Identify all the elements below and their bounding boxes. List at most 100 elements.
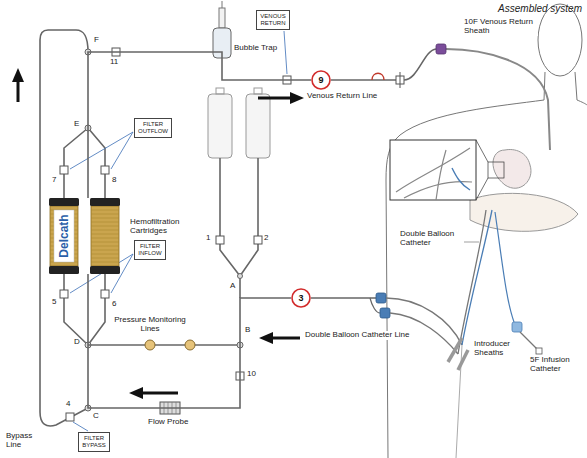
clamp — [216, 236, 224, 244]
clamp — [60, 290, 68, 298]
part-label: Bubble Trap — [234, 44, 277, 53]
tubing-connector — [88, 52, 311, 198]
flow-arrow — [258, 97, 292, 100]
part-label: 5F Infusion Catheter — [530, 356, 580, 374]
flow-arrowhead — [129, 387, 143, 399]
boxed-label: FILTER OUTFLOW — [134, 118, 172, 138]
figure-title: Assembled system — [498, 3, 582, 14]
body-outline — [575, 72, 587, 105]
leader-line — [284, 31, 287, 74]
bag-hanger — [216, 88, 224, 94]
callout-number: 11 — [110, 58, 118, 67]
cartridge-body — [91, 206, 119, 266]
junction-letter: E — [74, 120, 79, 129]
cartridge-cylinder — [49, 198, 79, 274]
venous-tube — [404, 49, 436, 80]
callout-circle-outline — [312, 71, 330, 89]
cartridge-rib — [91, 210, 119, 211]
prime-tube — [220, 158, 258, 298]
callout-number: 10 — [247, 370, 256, 379]
body-outline — [386, 72, 545, 458]
cartridge-rib — [91, 238, 119, 239]
callout-number: 4 — [66, 400, 70, 409]
junction-letter: B — [245, 326, 250, 335]
flow-arrowhead — [12, 68, 24, 82]
part-label: 10F Venous Return Sheath — [464, 18, 538, 36]
part-label: Pressure Monitoring Lines — [110, 316, 190, 334]
boxed-label: FILTER BYPASS — [78, 432, 110, 452]
boxed-label: FILTER INFLOW — [134, 240, 166, 260]
zoom-frame — [488, 162, 504, 178]
clamp — [101, 290, 109, 298]
junction-letter: D — [74, 338, 80, 347]
cartridge-cap — [49, 198, 79, 206]
clamp — [60, 166, 68, 174]
balloon-catheter — [458, 210, 486, 354]
catheter-tube — [311, 297, 376, 299]
flow-arrow — [142, 392, 178, 395]
syringe — [222, 1, 223, 8]
cartridge-cylinder — [90, 198, 120, 274]
infusion-cap — [536, 348, 542, 354]
flow-arrow — [272, 337, 300, 340]
boxed-label: VENOUS RETURN — [256, 10, 290, 30]
inset-catheter — [452, 168, 470, 190]
syringe — [219, 8, 225, 28]
bypass-tube — [40, 30, 88, 426]
outflow-tube — [64, 128, 105, 198]
callout-number: 2 — [264, 234, 268, 243]
introducer-sheath — [458, 350, 468, 370]
leader-line — [70, 132, 133, 169]
cartridge-cap — [90, 198, 120, 206]
pressure-gauge — [145, 340, 155, 350]
zoom-line — [476, 140, 488, 200]
pressure-gauge — [185, 340, 195, 350]
infusion-line — [520, 332, 538, 350]
bag-hanger — [254, 88, 262, 94]
callout-number: 8 — [112, 176, 116, 185]
cartridge-rib — [91, 254, 119, 255]
box-label: FILTER INFLOW — [138, 243, 161, 257]
part-label: Introducer Sheaths — [474, 340, 510, 358]
brand-name: Delcath — [57, 214, 71, 257]
iv-bag — [208, 94, 232, 158]
head-outline — [538, 4, 582, 76]
callout-number: 9 — [318, 75, 323, 85]
junction-letter: A — [230, 282, 235, 291]
hemofiltration-cartridge: Delcath — [46, 198, 124, 274]
cartridge-rib — [91, 246, 119, 247]
cartridge-rib — [91, 218, 119, 219]
venous-sheath — [446, 49, 550, 150]
infusion-catheter — [495, 212, 514, 322]
cartridge-rib — [91, 258, 119, 259]
box-label: FILTER BYPASS — [82, 435, 106, 449]
balloon-catheter — [462, 210, 492, 345]
flow-arrowhead — [290, 92, 304, 104]
callout-number: 1 — [206, 234, 210, 243]
part-label: Hemofiltration Cartridges — [130, 218, 179, 236]
cartridge-label-band — [54, 210, 74, 262]
cartridge-body — [50, 206, 78, 266]
inset-vessel — [436, 150, 446, 200]
clamp — [101, 166, 109, 174]
callout-circle-outline — [292, 289, 310, 307]
cartridge-cap — [90, 266, 120, 274]
part-label: Flow Probe — [148, 418, 188, 427]
callout-number: 3 — [298, 293, 303, 303]
box-label: FILTER OUTFLOW — [138, 121, 168, 135]
clamp — [254, 236, 262, 244]
box-label: VENOUS RETURN — [260, 13, 285, 27]
cartridge-rib — [91, 262, 119, 263]
sheath-hub — [436, 44, 446, 54]
flow-arrowhead — [259, 332, 273, 344]
part-label: Double Balloon Catheter Line — [305, 331, 410, 340]
inflow-tube — [64, 274, 105, 345]
callout-circle: 3 — [291, 288, 311, 308]
iv-bag — [246, 94, 270, 158]
introducer-sheath — [448, 338, 462, 362]
callout-circle: 9 — [311, 70, 331, 90]
heart-outline — [493, 150, 531, 189]
cartridge-rib — [91, 234, 119, 235]
catheter-hub — [380, 308, 390, 318]
